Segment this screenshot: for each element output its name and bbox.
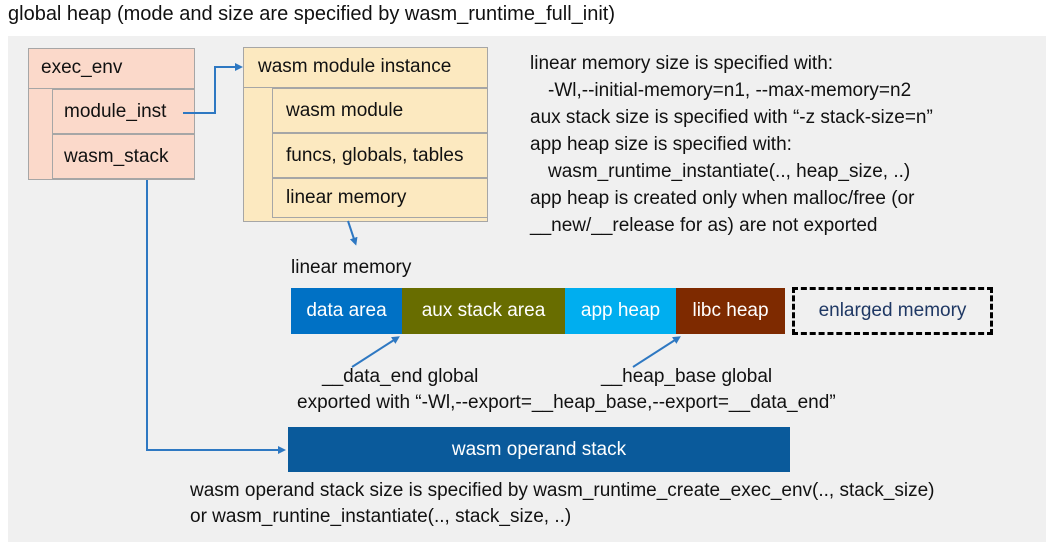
diagram-title: global heap (mode and size are specified… <box>8 3 615 25</box>
exec-env-field-wasm-stack: wasm_stack <box>52 134 195 179</box>
exec-env-field-module-inst: module_inst <box>52 89 195 134</box>
wasm-operand-stack-bar: wasm operand stack <box>288 427 790 472</box>
note-line: wasm_runtime_instantiate(.., heap_size, … <box>548 161 911 182</box>
module-instance-field-linear-memory: linear memory <box>272 178 488 218</box>
note-line: or wasm_runtine_instantiate(.., stack_si… <box>190 506 572 527</box>
linear-memory-notes: linear memory size is specified with: -W… <box>530 50 933 239</box>
module-instance-field-wasm-module: wasm module <box>272 88 488 133</box>
module-instance-header: wasm module instance <box>243 47 488 88</box>
exec-env-header: exec_env <box>28 48 195 89</box>
segment-aux-stack-area: aux stack area <box>402 288 565 334</box>
data-end-annotation: __data_end global <box>322 366 479 387</box>
note-line: app heap size is specified with: <box>530 134 792 155</box>
module-instance-field-funcs-globals-tables: funcs, globals, tables <box>272 133 488 178</box>
segment-libc-heap: libc heap <box>676 288 785 334</box>
note-line: __new/__release for as) are not exported <box>530 215 878 236</box>
note-line: -Wl,--initial-memory=n1, --max-memory=n2 <box>548 80 912 101</box>
exported-annotation: exported with “-Wl,--export=__heap_base,… <box>297 392 836 413</box>
note-line: app heap is created only when malloc/fre… <box>530 188 915 209</box>
linear-memory-label: linear memory <box>291 257 412 278</box>
note-line: aux stack size is specified with “-z sta… <box>530 107 933 128</box>
note-line: linear memory size is specified with: <box>530 53 834 74</box>
operand-stack-notes: wasm operand stack size is specified by … <box>190 478 935 530</box>
heap-base-annotation: __heap_base global <box>601 366 773 387</box>
segment-app-heap: app heap <box>565 288 676 334</box>
note-line: wasm operand stack size is specified by … <box>190 480 935 501</box>
segment-enlarged-memory: enlarged memory <box>792 287 993 335</box>
segment-data-area: data area <box>291 288 402 334</box>
